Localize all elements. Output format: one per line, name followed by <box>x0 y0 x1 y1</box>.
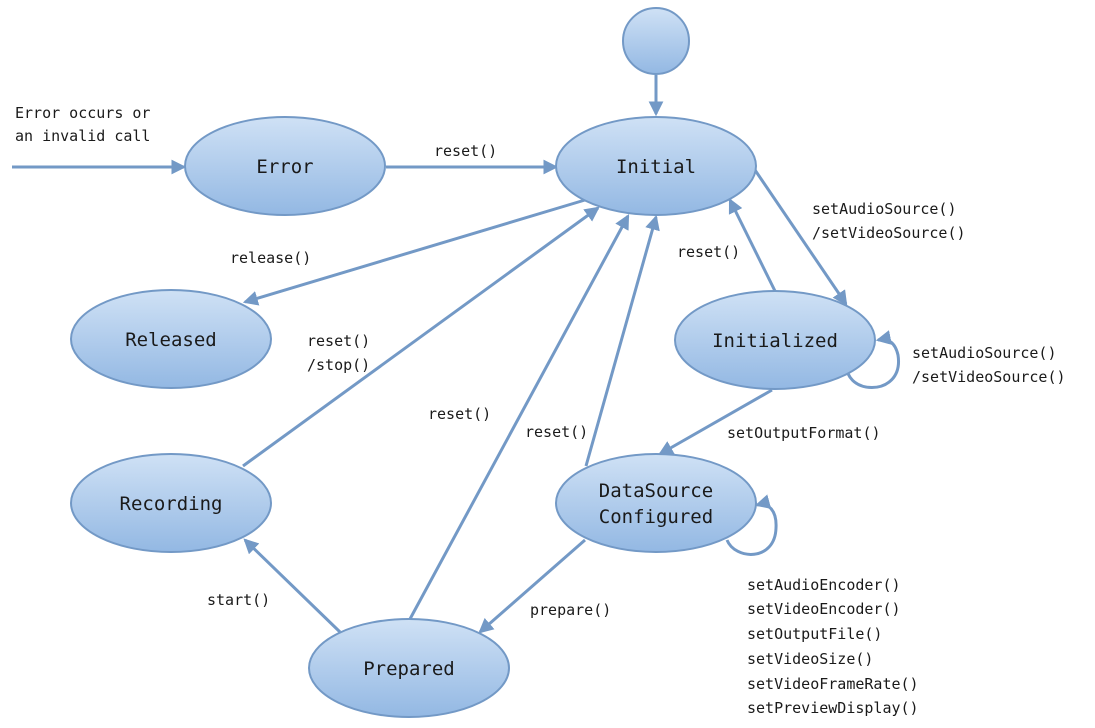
edge-initialized-to-datasource <box>658 388 773 456</box>
label-recording: Recording <box>120 493 223 515</box>
state-prepared <box>308 618 510 718</box>
label-prepared-reset: reset() <box>428 405 491 423</box>
state-initial <box>555 116 757 216</box>
label-datasource-reset: reset() <box>525 423 588 441</box>
label-start: start() <box>207 591 270 609</box>
state-initialized <box>674 290 876 390</box>
label-initialized-self-line1: setAudioSource() <box>912 344 1057 362</box>
edge-prepared-to-recording <box>243 538 342 634</box>
edge-initial-to-released <box>242 198 586 306</box>
nodes <box>70 7 876 718</box>
label-error-occurs-line1: Error occurs or <box>15 104 150 122</box>
edges <box>12 75 900 634</box>
state-error <box>184 116 386 216</box>
label-initialized-self-line2: /setVideoSource() <box>912 368 1066 386</box>
state-released <box>70 289 272 389</box>
label-error: Error <box>256 156 313 178</box>
label-datasource-self-1: setAudioEncoder() <box>747 576 901 594</box>
edge-datasource-to-prepared <box>478 538 586 634</box>
edge-initialized-self-loop <box>845 330 900 389</box>
label-datasource-self-2: setVideoEncoder() <box>747 600 901 618</box>
edge-initialized-to-initial <box>728 197 777 292</box>
edge-datasource-to-initial <box>584 214 660 467</box>
label-error-occurs-line2: an invalid call <box>15 127 150 145</box>
label-error-reset: reset() <box>434 142 497 160</box>
edge-datasource-self-loop <box>725 494 778 556</box>
label-prepare: prepare() <box>530 601 611 619</box>
state-datasource-configured <box>555 453 757 553</box>
label-release: release() <box>230 249 311 267</box>
label-initial: Initial <box>616 156 696 178</box>
start-node <box>622 7 690 75</box>
label-datasource-self-6: setPreviewDisplay() <box>747 699 919 717</box>
label-recording-reset-line1: reset() <box>307 332 370 350</box>
edge-labels: Error occurs or an invalid call reset() … <box>15 104 1066 717</box>
node-labels: Error Initial Released Initialized Recor… <box>120 156 838 680</box>
label-initialized-reset: reset() <box>677 243 740 261</box>
label-datasource-self-3: setOutputFile() <box>747 625 882 643</box>
label-prepared: Prepared <box>363 658 455 680</box>
label-initialized: Initialized <box>712 330 838 352</box>
label-datasource-self-4: setVideoSize() <box>747 650 873 668</box>
edge-initial-to-initialized <box>753 169 848 306</box>
label-recording-reset-line2: /stop() <box>307 356 370 374</box>
label-datasource-line2: Configured <box>599 506 713 528</box>
label-released: Released <box>125 329 217 351</box>
edge-prepared-to-initial <box>408 214 630 620</box>
state-recording <box>70 453 272 553</box>
label-set-source-line1: setAudioSource() <box>812 200 957 218</box>
edge-recording-to-initial <box>242 206 600 468</box>
label-set-output-format: setOutputFormat() <box>727 424 881 442</box>
label-datasource-line1: DataSource <box>599 480 713 502</box>
label-set-source-line2: /setVideoSource() <box>812 224 966 242</box>
label-datasource-self-5: setVideoFrameRate() <box>747 675 919 693</box>
